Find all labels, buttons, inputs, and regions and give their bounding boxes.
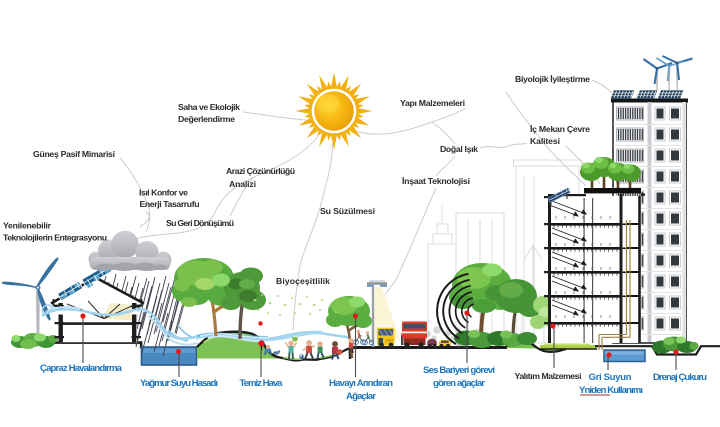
svg-text:Yapı Malzemeleri: Yapı Malzemeleri <box>400 98 465 108</box>
svg-text:Enerji Tasarrufu: Enerji Tasarrufu <box>140 199 200 209</box>
svg-text:Saha ve Ekolojik: Saha ve Ekolojik <box>178 102 240 112</box>
svg-text:Güneş Pasif Mimarisi: Güneş Pasif Mimarisi <box>33 149 115 159</box>
svg-text:Çapraz Havalandırma: Çapraz Havalandırma <box>40 363 123 374</box>
svg-text:Biyolojik İyileştirme: Biyolojik İyileştirme <box>515 74 590 84</box>
svg-text:Yniden Kullanımı: Yniden Kullanımı <box>579 385 643 396</box>
svg-text:Teknolojilerin Entegrasyonu: Teknolojilerin Entegrasyonu <box>3 233 107 243</box>
svg-text:İç Mekan Çevre: İç Mekan Çevre <box>530 124 590 134</box>
svg-text:Gri Suyun: Gri Suyun <box>589 372 632 383</box>
svg-text:Isıl Konfor ve: Isıl Konfor ve <box>139 188 188 198</box>
svg-text:Kalitesi: Kalitesi <box>530 136 560 146</box>
svg-text:gören ağaçlar: gören ağaçlar <box>433 378 485 389</box>
svg-text:Doğal Işık: Doğal Işık <box>440 144 478 154</box>
svg-text:Drenaj Çukuru: Drenaj Çukuru <box>653 372 707 383</box>
svg-text:Su Geri Dönüşümü: Su Geri Dönüşümü <box>166 218 234 228</box>
svg-text:Havayı Arındıran: Havayı Arındıran <box>329 378 393 389</box>
svg-text:Yenilenebilir: Yenilenebilir <box>3 221 52 231</box>
svg-text:Ses Bariyeri görevi: Ses Bariyeri görevi <box>423 365 495 376</box>
svg-text:İnşaat Teknolojisi: İnşaat Teknolojisi <box>402 176 470 186</box>
svg-text:Analizi: Analizi <box>229 179 256 189</box>
svg-text:Temiz Hava: Temiz Hava <box>240 378 284 389</box>
svg-text:Arazi Çözünürlüğü: Arazi Çözünürlüğü <box>226 166 295 176</box>
svg-text:Biyoçeşitlilik: Biyoçeşitlilik <box>276 276 330 286</box>
svg-text:Ağaçlar: Ağaçlar <box>346 391 376 402</box>
svg-text:Yağmur Suyu Hasadı: Yağmur Suyu Hasadı <box>140 378 218 389</box>
svg-text:Değerlendirme: Değerlendirme <box>178 114 235 124</box>
svg-text:Yalıtım Malzemesi: Yalıtım Malzemesi <box>515 371 582 381</box>
svg-text:Su Süzülmesi: Su Süzülmesi <box>320 206 375 216</box>
